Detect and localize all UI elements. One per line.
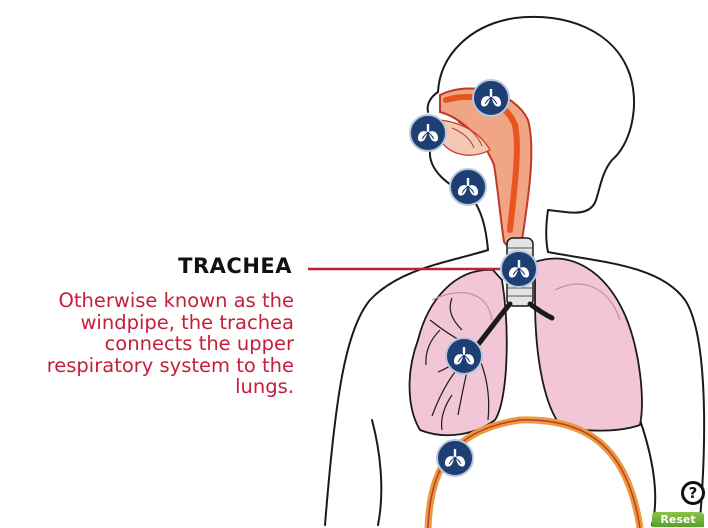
hotspot-diaphragm[interactable] bbox=[437, 440, 473, 476]
help-button[interactable]: ? bbox=[681, 481, 705, 505]
hotspot-nasal-cavity[interactable] bbox=[473, 80, 509, 116]
info-description: Otherwise known as the windpipe, the tra… bbox=[8, 290, 294, 398]
reset-button[interactable]: Reset bbox=[652, 512, 704, 527]
hotspot-bronchi[interactable] bbox=[446, 338, 482, 374]
hotspot-mouth[interactable] bbox=[450, 169, 486, 205]
info-title: TRACHEA bbox=[150, 254, 292, 278]
hotspot-trachea[interactable] bbox=[501, 251, 537, 287]
hotspot-nose[interactable] bbox=[410, 115, 446, 151]
